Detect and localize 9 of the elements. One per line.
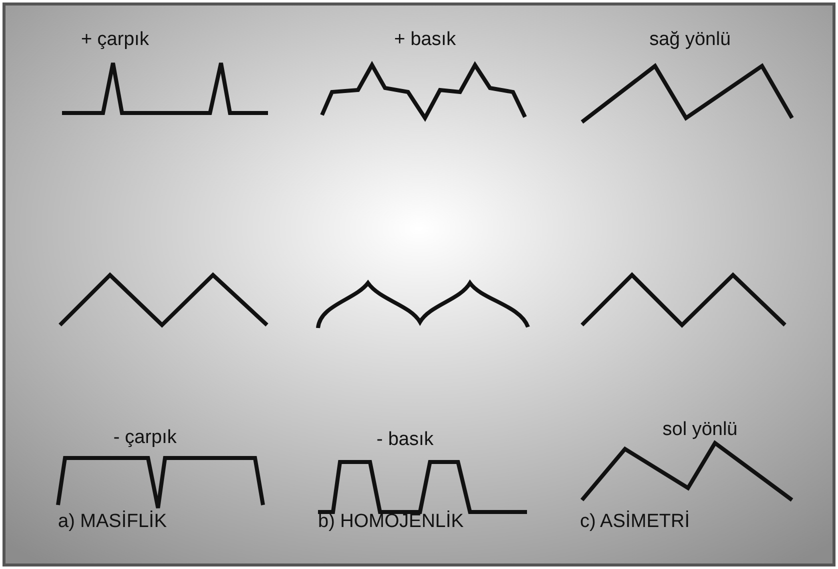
label: - çarpık (113, 428, 177, 449)
label: + çarpık (80, 30, 150, 51)
label: b) HOMOJENLİK (318, 512, 464, 533)
label: sağ yönlü (649, 30, 731, 51)
label: sol yönlü (662, 420, 738, 441)
label: + basık (394, 30, 456, 51)
label: c) ASİMETRİ (580, 512, 690, 533)
label: a) MASİFLİK (58, 512, 167, 533)
label: - basık (376, 430, 434, 451)
